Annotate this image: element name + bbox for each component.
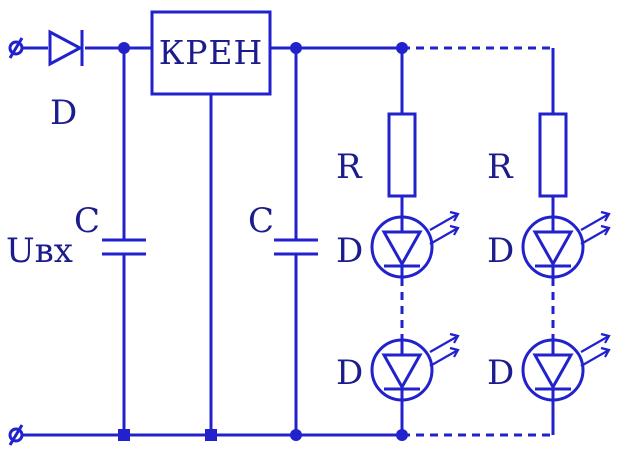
left-upper-led-label: D	[336, 231, 363, 271]
left-lower-led	[370, 332, 460, 402]
right-upper-led	[521, 210, 611, 279]
input-terminal-top	[8, 37, 24, 59]
right-branch	[538, 48, 568, 435]
input-voltage-label: Uвх	[6, 231, 73, 271]
input-capacitor-symbol	[102, 48, 146, 435]
regulator-label: КРЕН	[159, 33, 264, 72]
right-lower-led	[521, 332, 611, 402]
left-resistor-label: R	[336, 147, 363, 187]
right-resistor-label: R	[487, 147, 514, 187]
left-upper-led	[370, 210, 460, 279]
right-lower-led-label: D	[487, 353, 514, 393]
output-capacitor-symbol	[274, 48, 318, 435]
right-upper-led-label: D	[487, 231, 514, 271]
left-resistor	[387, 112, 417, 198]
input-terminal-bottom	[8, 424, 24, 446]
left-branch	[387, 48, 417, 435]
left-lower-led-label: D	[336, 353, 363, 393]
right-resistor	[538, 112, 568, 198]
junction-dots	[118, 42, 408, 441]
output-capacitor-label: C	[248, 201, 274, 241]
input-diode-symbol	[48, 29, 84, 67]
input-diode-label: D	[50, 93, 77, 133]
input-capacitor-label: C	[74, 201, 100, 241]
